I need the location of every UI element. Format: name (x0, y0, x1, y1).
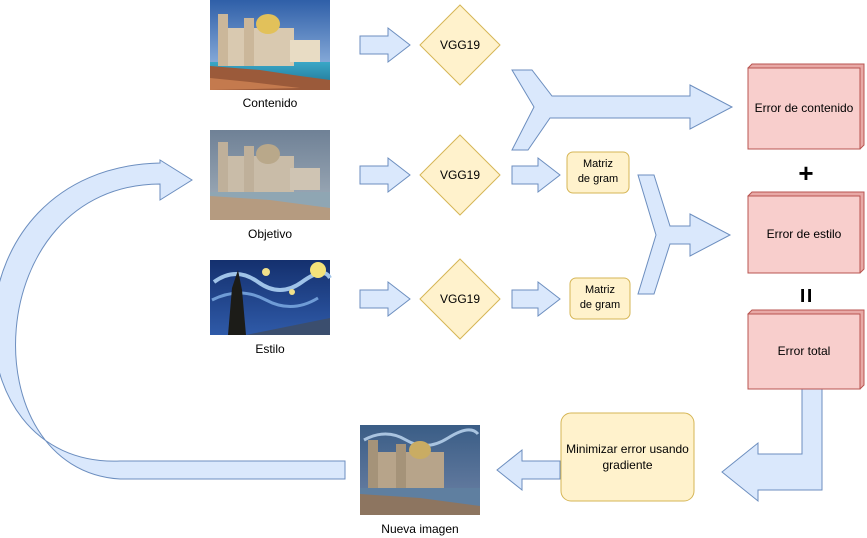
style-image (210, 260, 332, 335)
content-image-caption: Contenido (242, 96, 298, 110)
equals-operator: = (791, 287, 822, 304)
gram-box-style (569, 277, 631, 320)
vgg-node-target (419, 134, 501, 216)
target-image-caption: Objetivo (247, 227, 293, 241)
gram-label-style-line1: Matriz (585, 284, 615, 296)
arrow-style-to-vgg (359, 280, 411, 318)
vgg-node-content (419, 4, 501, 86)
arrow-target-to-vgg (359, 156, 411, 194)
total-error-label: Error total (777, 344, 831, 358)
arrow-merge-content-error (511, 69, 734, 151)
arrow-min-to-result (496, 448, 561, 492)
result-image-caption: Nueva imagen (381, 522, 459, 536)
minimize-label-line2: gradiente (602, 458, 653, 472)
vgg-node-style (419, 258, 501, 340)
content-error-box (747, 63, 865, 150)
content-image (210, 0, 330, 90)
gram-label-style-line2: de gram (579, 299, 621, 311)
plus-operator: + (798, 158, 814, 188)
vgg-label-target: VGG19 (439, 168, 481, 182)
target-image (210, 130, 330, 220)
arrow-content-to-vgg (359, 26, 411, 64)
result-image (360, 425, 480, 515)
arrow-vgg-style-to-gram (511, 280, 561, 318)
style-error-box (747, 191, 865, 274)
gram-box-target (566, 151, 630, 194)
content-error-label: Error de contenido (754, 101, 854, 115)
vgg-label-content: VGG19 (439, 38, 481, 52)
gram-label-target-line1: Matriz (583, 158, 613, 170)
style-image-caption: Estilo (255, 342, 285, 356)
gram-label-target-line2: de gram (577, 173, 619, 185)
total-error-box (747, 309, 865, 390)
arrow-vgg-target-to-gram (511, 156, 561, 194)
minimize-box (560, 412, 695, 502)
style-error-label: Error de estilo (766, 227, 842, 241)
arrow-total-to-minimize (721, 381, 823, 503)
vgg-label-style: VGG19 (439, 292, 481, 306)
arrow-loop-result-to-target (0, 159, 346, 480)
arrow-merge-style-error (637, 174, 732, 295)
minimize-label-line1: Minimizar error usando (566, 442, 689, 456)
